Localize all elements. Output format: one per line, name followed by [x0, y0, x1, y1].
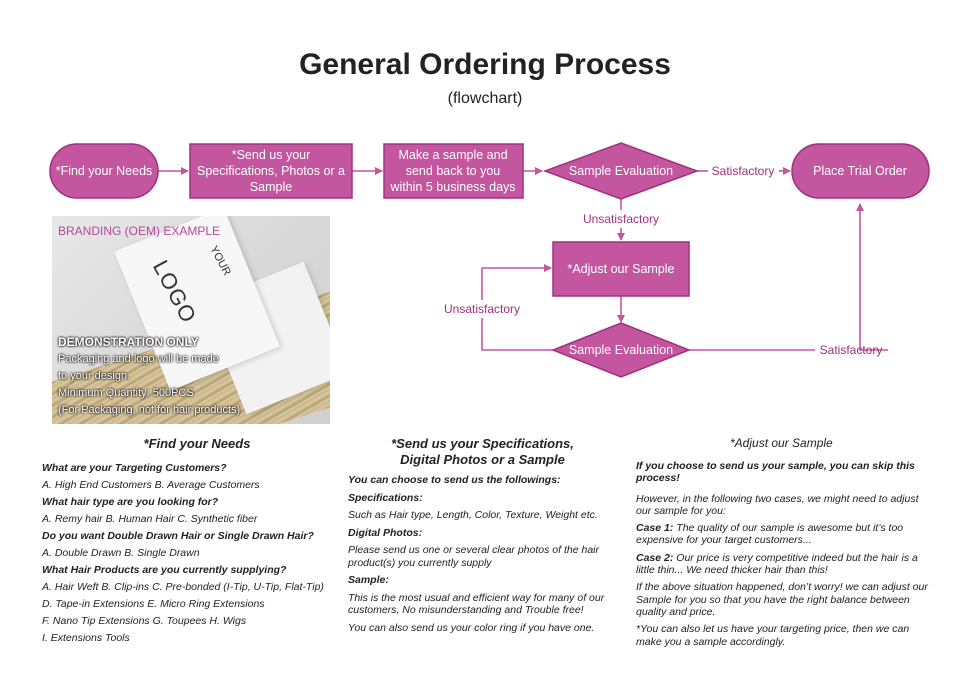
col2-photo-title: Digital Photos: — [348, 526, 423, 539]
col3-body: If you choose to send us your sample, yo… — [636, 460, 931, 648]
col3-case2-label: Case 2: — [636, 551, 674, 564]
col3-heading: *Adjust our Sample — [730, 436, 833, 450]
col2-sample-title: Sample: — [348, 574, 389, 586]
demo-line-2: to your design. — [58, 370, 131, 382]
col3-case2-text: Our price is very competitive indeed but… — [636, 551, 918, 577]
node-trial-order: Place Trial Order — [791, 143, 930, 199]
col2-heading-line2: Digital Photos or a Sample — [400, 452, 565, 467]
branding-label: BRANDING (OEM) EXAMPLE — [58, 224, 221, 238]
edge-label-satisfactory-2: Satisfactory — [820, 343, 883, 357]
col2-spec-text: Such as Hair type, Length, Color, Textur… — [348, 509, 598, 521]
col1-q2: What hair type are you looking for? — [42, 496, 219, 508]
col1-a6: F. Nano Tip Extensions G. Toupees H. Wig… — [42, 615, 247, 627]
col1-heading: *Find your Needs — [143, 436, 251, 451]
node-send-specs: *Send us your Specifications, Photos or … — [189, 143, 353, 199]
col1-q1: What are your Targeting Customers? — [42, 462, 227, 474]
node-find-needs-label: *Find your Needs — [56, 164, 153, 178]
node-find-needs: *Find your Needs — [49, 143, 159, 199]
col3-happened: If the above situation happened, don’t w… — [636, 581, 928, 618]
col1-a7: I. Extensions Tools — [42, 632, 130, 644]
demo-title: DEMONSTRATION ONLY — [58, 335, 199, 349]
node-make-sample-line1: Make a sample and — [398, 148, 507, 162]
node-sample-eval-1: Sample Evaluation — [542, 142, 700, 200]
demo-line-1: Packaging and logo will be made — [58, 353, 219, 365]
flow-edges — [158, 167, 888, 351]
col1-q4: What Hair Products are you currently sup… — [42, 564, 287, 576]
col2-heading: *Send us your Specifications, Digital Ph… — [340, 436, 625, 468]
node-send-specs-line3: Sample — [250, 180, 292, 194]
node-send-specs-line2: Specifications, Photos or a — [197, 164, 345, 178]
page-subtitle: (flowchart) — [447, 90, 523, 107]
node-adjust-sample: *Adjust our Sample — [552, 241, 690, 297]
col3-target-price: *You can also let us have your targeting… — [636, 623, 910, 648]
edge-label-unsatisfactory-1: Unsatisfactory — [583, 212, 659, 226]
col3-case2: Case 2: Our price is very competitive in… — [636, 552, 931, 577]
node-make-sample-line2: send back to you — [406, 164, 501, 178]
col1-q3: Do you want Double Drawn Hair or Single … — [42, 530, 314, 542]
edge-satisfactory-to-trial-2 — [856, 203, 888, 351]
oem-example-photo: YOUR LOGO BRANDING (OEM) EXAMPLE DEMONST… — [52, 216, 330, 424]
col3-skip: If you choose to send us your sample, yo… — [636, 460, 915, 485]
node-sample-eval-2: Sample Evaluation — [550, 322, 692, 378]
col2-photo-text: Please send us one or several clear phot… — [348, 544, 599, 569]
col3-case1-text: The quality of our sample is awesome but… — [636, 522, 904, 547]
edge-label-unsatisfactory-2: Unsatisfactory — [444, 302, 520, 316]
demo-line-4: (For Packaging, not for hair products) — [58, 404, 241, 416]
node-sample-eval-2-label: Sample Evaluation — [569, 343, 673, 357]
node-make-sample-line3: within 5 business days — [389, 180, 515, 194]
col3-case1-label: Case 1: — [636, 522, 674, 535]
node-adjust-sample-label: *Adjust our Sample — [567, 262, 674, 276]
col3-however: However, in the following two cases, we … — [636, 492, 919, 517]
col2-body: You can choose to send us the followings… — [348, 474, 620, 634]
col1-a2: A. Remy hair B. Human Hair C. Synthetic … — [42, 513, 258, 525]
col2-spec-title: Specifications: — [348, 491, 423, 504]
node-make-sample: Make a sample and send back to you withi… — [383, 143, 524, 199]
col1-a4: A. Hair Weft B. Clip-ins C. Pre-bonded (… — [42, 581, 324, 593]
col1-a1: A. High End Customers B. Average Custome… — [42, 479, 260, 491]
col2-heading-line1: *Send us your Specifications, — [391, 436, 574, 451]
demonstration-note: DEMONSTRATION ONLY Packaging and logo wi… — [58, 334, 240, 419]
node-sample-eval-1-label: Sample Evaluation — [569, 164, 673, 178]
node-trial-order-label: Place Trial Order — [813, 164, 907, 178]
col1-body: What are your Targeting Customers? A. Hi… — [42, 460, 342, 647]
edge-label-satisfactory-1: Satisfactory — [712, 164, 775, 178]
col3-case1: Case 1: The quality of our sample is awe… — [636, 522, 931, 547]
edge-unsat-loop-to-adjust — [481, 264, 552, 300]
demo-line-3: Minimum Quantity: 500PCS — [58, 387, 194, 399]
col2-sample-text: This is the most usual and efficient way… — [348, 591, 605, 617]
col2-color-ring: You can also send us your color ring if … — [348, 621, 595, 634]
edge-eval2-to-unsat-loop — [481, 318, 553, 351]
col1-a3: A. Double Drawn B. Single Drawn — [42, 547, 200, 559]
page-title: General Ordering Process — [299, 48, 671, 81]
node-send-specs-line1: *Send us your — [232, 148, 311, 162]
col1-a5: D. Tape-in Extensions E. Micro Ring Exte… — [42, 598, 265, 610]
col2-intro: You can choose to send us the followings… — [348, 474, 561, 486]
